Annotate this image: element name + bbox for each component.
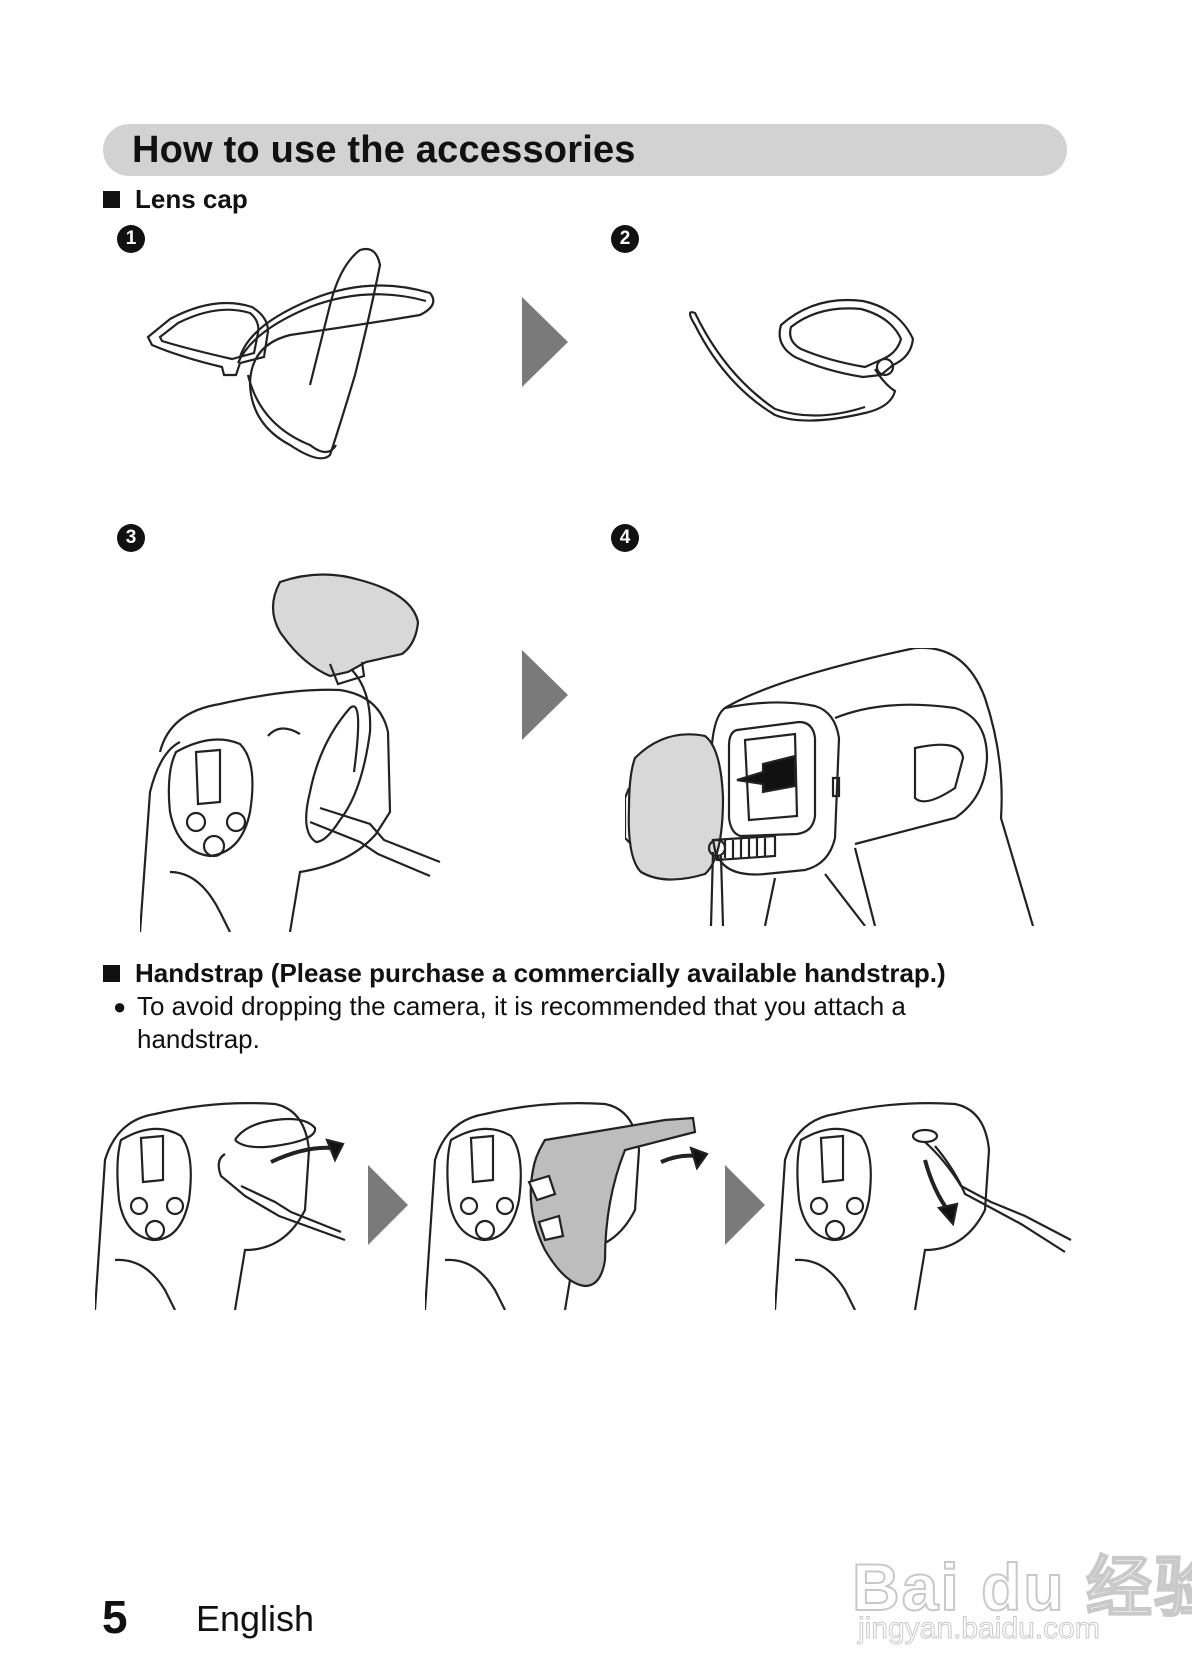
handstrap-title: Handstrap (Please purchase a commerciall… xyxy=(135,958,946,988)
step-number-3: 3 xyxy=(117,524,145,552)
bullet-dot-icon: ● xyxy=(113,994,127,1019)
step-number-2: 2 xyxy=(611,225,639,253)
language-label: English xyxy=(196,1598,315,1639)
lens-cap-step-3-illustration xyxy=(140,573,441,932)
page-title: How to use the accessories xyxy=(132,129,636,171)
arrow-right-icon xyxy=(522,297,568,387)
handstrap-step-3-illustration xyxy=(775,1102,1072,1310)
section-heading-bar: How to use the accessories xyxy=(103,124,1067,176)
handstrap-step-1-illustration xyxy=(95,1102,346,1310)
step-number-4: 4 xyxy=(611,524,639,552)
lens-cap-heading: Lens cap xyxy=(103,184,248,215)
arrow-right-icon xyxy=(522,650,568,740)
handstrap-note: ● To avoid dropping the camera, it is re… xyxy=(113,990,1013,1056)
baidu-watermark-logo: Bai du 经验 xyxy=(851,1549,1192,1625)
lens-cap-title: Lens cap xyxy=(135,184,248,214)
step-number-1: 1 xyxy=(117,225,145,253)
arrow-right-icon xyxy=(368,1165,408,1245)
handstrap-step-2-illustration xyxy=(425,1102,709,1310)
baidu-watermark-url: jingyan.baidu.com xyxy=(858,1612,1101,1646)
handstrap-note-text: To avoid dropping the camera, it is reco… xyxy=(137,991,906,1054)
page-number: 5 xyxy=(102,1591,128,1643)
lens-cap-step-4-illustration xyxy=(625,648,1035,926)
handstrap-heading: Handstrap (Please purchase a commerciall… xyxy=(103,958,946,989)
lens-cap-step-1-illustration xyxy=(146,247,435,460)
square-bullet-icon xyxy=(103,191,120,208)
lens-cap-step-2-illustration xyxy=(688,298,915,422)
square-bullet-icon xyxy=(103,965,120,982)
arrow-right-icon xyxy=(725,1165,765,1245)
